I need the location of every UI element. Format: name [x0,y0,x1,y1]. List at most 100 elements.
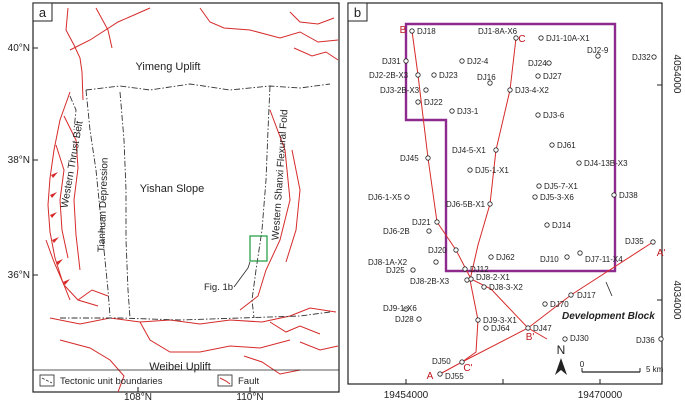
well-marker: DJ2-2B-X3 [369,71,421,80]
well-symbol [487,80,493,86]
well-label: DJ3-6 [543,111,565,120]
well-symbol [538,35,544,41]
well-marker: DJ16 [477,73,496,86]
well-marker: DJ28 [395,315,422,324]
well-label: DJ61 [557,141,576,150]
well-label: DJ4-5-X1 [452,146,486,155]
fault-line [285,149,301,263]
well-marker: DJ3-1 [449,107,479,116]
lon-label-110: 110°N [236,392,263,401]
y-label-2: 4034000 [671,281,682,320]
well-label: DJ35 [625,237,644,246]
callout-line [233,261,251,288]
region-tianhuan: Tianhuan Depression [96,157,110,252]
panel-b-label-box [347,2,368,22]
well-marker: DJ36 [636,336,664,345]
well-label: DJ18 [417,27,436,36]
well-symbol [532,194,538,200]
well-symbol [403,58,409,64]
section-label-a-prime: A' [657,248,666,259]
tectonic-boundaries [60,83,331,321]
well-marker: DJ30 [562,334,589,343]
boundary-line [85,89,111,317]
well-symbol [423,87,429,93]
well-marker: DJ4-5-X1 [452,146,499,155]
well-marker: DJ1-10A-X1 [538,34,590,43]
well-symbol [467,167,473,173]
well-marker: DJ23 [431,71,458,80]
well-label: DJ9-1-X6 [383,304,417,313]
well-marker: DJ8-2-X1 [468,273,510,282]
well-marker: DJ3-4-X2 [507,86,549,95]
thrust-tooth [51,172,58,178]
well-marker: DJ21 [412,218,440,227]
well-label: DJ38 [619,191,638,200]
development-block-outline [404,22,617,273]
well-marker: DJ14 [544,221,571,230]
well-label: DJ31 [382,57,401,66]
well-marker: DJ8-2B-X3 [410,277,470,286]
well-marker: DJ55 [437,371,464,381]
thrust-tooth [56,259,63,265]
well-marker: DJ2-4 [459,57,489,66]
boundary-line [69,95,77,131]
well-marker: DJ10 [540,254,570,264]
section-label-a: A [427,371,434,382]
well-marker: DJ9-1-X6 [383,304,417,313]
well-label: DJ10 [540,255,559,264]
boundary-line [119,91,131,319]
fault-line [63,115,81,271]
fault-line [77,289,109,301]
thrust-teeth [50,172,70,285]
fault-line [47,91,71,301]
well-marker: DJ31 [382,57,409,66]
well-marker: DJ8-3-X2 [481,283,523,292]
well-label: DJ3-4-X2 [515,86,549,95]
thrust-tooth [50,212,57,218]
region-yishan: Yishan Slope [140,183,204,195]
north-arrow-icon [555,358,567,375]
well-symbol [403,306,409,312]
well-marker: DJ27 [535,72,562,81]
fault-line [243,355,301,375]
well-label: DJ64 [491,324,510,333]
fault-line [299,341,339,351]
well-marker: DJ6-5B-X1 [446,200,493,209]
well-marker: DJ1-8A-X6 [478,27,519,41]
well-marker: DJ5-3-X6 [532,193,574,202]
well-label: DJ3-1 [457,107,479,116]
study-area-box [249,235,268,262]
well-symbol [468,276,474,282]
well-marker: DJ62 [488,253,515,262]
well-marker: DJ35 [625,237,656,246]
well-label: DJ32 [632,53,651,62]
x-label-1: 19454000 [384,390,429,401]
panel-b-frame [347,2,663,385]
well-symbol [431,72,437,78]
fault-line [293,47,339,61]
well-label: DJ55 [445,372,464,381]
fault-line [69,7,151,51]
well-label: DJ45 [400,154,419,163]
fault-line [269,321,321,335]
fault-lines [45,7,339,393]
well-symbol [507,87,513,93]
region-weibei: Weibei Uplift [149,361,211,373]
well-label: DJ1-10A-X1 [546,34,590,43]
panel-a: a 40°N 38°N 36°N 108°N 110°N [8,2,340,401]
well-marker: DJ4-13B-X3 [576,159,628,168]
well-symbol [410,267,416,273]
north-label: N [557,343,566,357]
lon-label-108: 108°N [124,392,152,401]
lat-label-38: 38°N [8,155,30,166]
well-symbol [459,58,465,64]
well-marker: DJ61 [549,141,576,150]
fault-line [289,11,335,25]
section-label-b: B [400,25,407,36]
well-label: DJ2-9 [587,46,609,55]
north-arrow: N [555,343,567,375]
well-label: DJ3-2B-X3 [380,86,420,95]
well-marker: DJ9-3-X1 [475,316,517,325]
lat-label-40: 40°N [8,43,30,54]
well-label: DJ70 [550,300,569,309]
